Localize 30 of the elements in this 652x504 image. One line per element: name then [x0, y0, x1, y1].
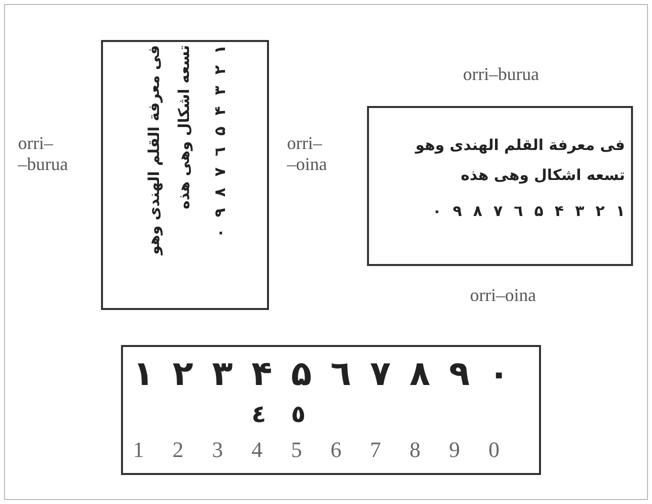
numeral-row-text: ١ ٢ ٣ ۴ ۵ ٦ ٧ ٨ ٩ ٠ — [431, 201, 625, 222]
arabic-numeral: ٦ — [330, 357, 352, 391]
arabic-numeral: ١ — [133, 357, 154, 391]
page-label: orri– –burua — [18, 133, 69, 175]
page-label: orri– –oina — [287, 133, 328, 175]
arabic-numeral: ٤ — [252, 402, 266, 426]
western-numeral: 1 — [133, 439, 144, 461]
western-numeral: 0 — [488, 439, 500, 461]
western-numeral: 3 — [212, 439, 223, 461]
arabic-numeral: ٣ — [212, 357, 233, 391]
numeral-row-text: ١ ٢ ٣ ۴ ۵ ٦ ٧ ٨ ٩ ٠ — [210, 45, 230, 240]
arabic-numeral: ٥ — [291, 402, 306, 426]
western-numeral: 6 — [330, 439, 342, 461]
western-numeral: 2 — [172, 439, 184, 461]
page-label: orri–burua — [463, 64, 540, 85]
arabic-numeral: ٧ — [370, 357, 391, 391]
arabic-numeral: ۴ — [252, 357, 272, 391]
western-numeral: 4 — [252, 439, 262, 461]
page-label: orri–oina — [470, 285, 537, 306]
manuscript-text: فى معرفة القلم الهندى وهو تسعه اشكال وهى هذه — [144, 45, 194, 258]
western-numeral: 8 — [410, 439, 420, 461]
arabic-numeral: ۵ — [291, 357, 312, 391]
western-numeral: 9 — [449, 439, 460, 461]
western-numeral: 7 — [370, 439, 381, 461]
arabic-numeral: ٨ — [410, 357, 430, 391]
arabic-numeral: ٩ — [449, 357, 470, 391]
manuscript-text: فى معرفة القلم الهندى وهو تسعه اشكال وهى هذه — [414, 135, 625, 186]
western-numeral: 5 — [291, 439, 302, 461]
arabic-numeral: ٢ — [172, 357, 194, 391]
arabic-numeral: ٠ — [488, 357, 510, 391]
